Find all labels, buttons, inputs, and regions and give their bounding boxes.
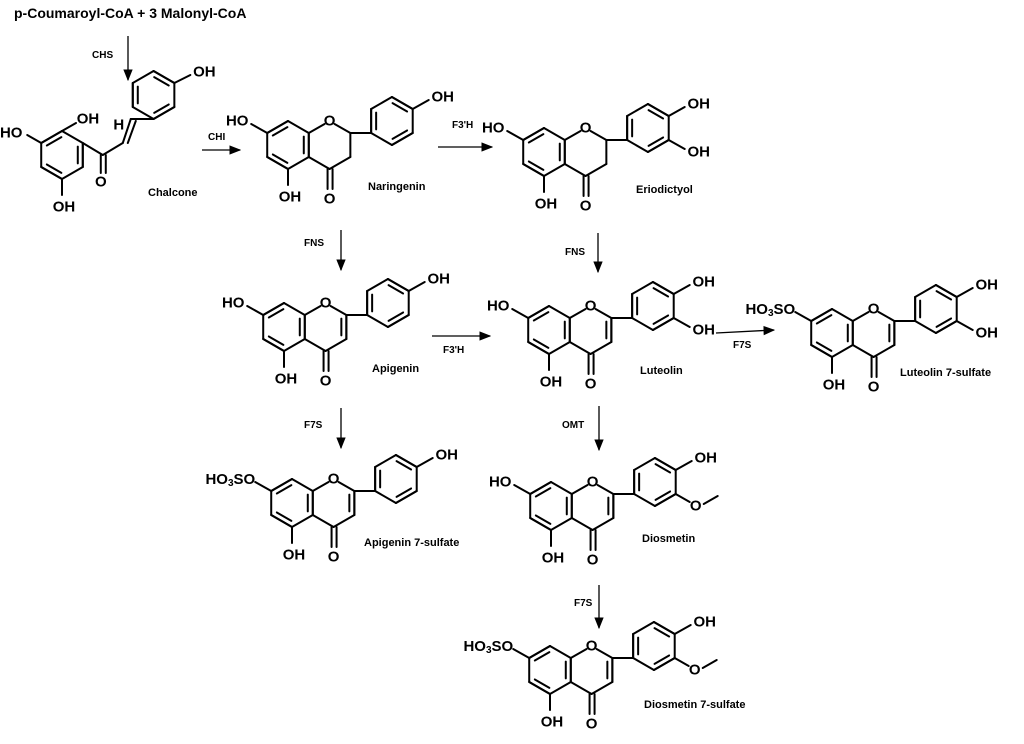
compound-label-chalcone: Chalcone xyxy=(148,187,198,199)
enzyme-label-fns-1: FNS xyxy=(304,238,324,249)
hydroxyl-4prime-label: OH xyxy=(694,450,717,467)
structure-diosmetin: O O OH HO OH O xyxy=(489,450,719,569)
carbonyl-oxygen-label: O xyxy=(868,379,880,396)
carbonyl-oxygen-label: O xyxy=(587,552,599,569)
enzyme-label-f7s-3: F7S xyxy=(574,598,593,609)
compound-label-diosmetin: Diosmetin xyxy=(642,533,695,545)
structure-naringenin: O O OH HO OH xyxy=(226,89,454,208)
enzyme-label-f7s-2: F7S xyxy=(304,420,323,431)
sulfate-group-label: HO3SO xyxy=(463,638,513,656)
hydroxyl-5-label: OH xyxy=(535,196,558,213)
compound-label-apigenin-7-sulfate: Apigenin 7-sulfate xyxy=(364,537,459,549)
hydroxyl-label: OH xyxy=(53,199,76,216)
precursor-label: p-Coumaroyl-CoA + 3 Malonyl-CoA xyxy=(14,5,246,21)
hydroxyl-4prime-label: OH xyxy=(431,89,454,106)
hydroxyl-3prime-label: OH xyxy=(687,144,710,161)
arrows-layer xyxy=(123,36,776,630)
structure-apigenin: O O OH HO OH xyxy=(222,271,450,390)
ring-oxygen-label: O xyxy=(320,295,332,312)
hydroxyl-4prime-label: OH xyxy=(692,274,715,291)
carbonyl-oxygen-label: O xyxy=(320,373,332,390)
carbonyl-oxygen-label: O xyxy=(580,198,592,215)
ring-oxygen-label: O xyxy=(586,638,598,655)
structure-luteolin: O O OH HO OH OH xyxy=(487,274,715,393)
hydroxyl-4prime-label: OH xyxy=(975,277,998,294)
hydroxyl-4prime-label: OH xyxy=(687,96,710,113)
hydroxyl-5-label: OH xyxy=(540,374,563,391)
hydroxyl-4-label: OH xyxy=(193,64,216,81)
carbonyl-oxygen-label: O xyxy=(586,716,598,733)
ring-oxygen-label: O xyxy=(328,471,340,488)
compound-label-diosmetin-7-sulfate: Diosmetin 7-sulfate xyxy=(644,699,745,711)
structure-apigenin-7-sulfate: O O OH HO3SO OH xyxy=(205,447,457,566)
hydroxyl-label: OH xyxy=(77,111,100,128)
hydroxyl-3prime-label: OH xyxy=(975,325,998,342)
hydroxyl-4prime-label: OH xyxy=(427,271,450,288)
carbonyl-oxygen-label: O xyxy=(328,549,340,566)
hydroxyl-5-label: OH xyxy=(542,550,565,567)
methoxy-oxygen-label: O xyxy=(690,498,702,515)
compound-label-luteolin-7-sulfate: Luteolin 7-sulfate xyxy=(900,367,991,379)
structure-luteolin-7-sulfate: O O OH HO3SO OH OH xyxy=(745,277,997,396)
hydroxyl-7-label: HO xyxy=(489,474,512,491)
hydroxyl-3prime-label: OH xyxy=(692,322,715,339)
hydroxyl-4prime-label: OH xyxy=(435,447,458,464)
enzyme-label-f7s-1: F7S xyxy=(733,340,752,351)
hydroxyl-4prime-label: OH xyxy=(693,614,716,631)
compound-label-eriodictyol: Eriodictyol xyxy=(636,184,693,196)
carbonyl-oxygen-label: O xyxy=(324,191,336,208)
ring-oxygen-label: O xyxy=(324,113,336,130)
hydroxyl-5-label: OH xyxy=(541,714,564,731)
sulfate-group-label: HO3SO xyxy=(205,471,255,489)
hydroxyl-5-label: OH xyxy=(279,189,302,206)
compound-label-naringenin: Naringenin xyxy=(368,181,426,193)
sulfate-group-label: HO3SO xyxy=(745,301,795,319)
structure-diosmetin-7-sulfate: O O OH HO3SO OH O xyxy=(463,614,718,733)
hydroxyl-7-label: HO xyxy=(226,113,249,130)
carbonyl-oxygen-label: O xyxy=(95,174,107,191)
hydroxyl-5-label: OH xyxy=(275,371,298,388)
methoxy-oxygen-label: O xyxy=(689,662,701,679)
enzyme-label-f3h-1: F3'H xyxy=(452,120,473,131)
enzyme-label-chi: CHI xyxy=(208,132,225,143)
ring-oxygen-label: O xyxy=(587,474,599,491)
hydroxyl-5-label: OH xyxy=(823,377,846,394)
compound-label-apigenin: Apigenin xyxy=(372,363,419,375)
enzyme-label-f3h-2: F3'H xyxy=(443,345,464,356)
compound-label-luteolin: Luteolin xyxy=(640,365,683,377)
ring-oxygen-label: O xyxy=(585,298,597,315)
structures-layer: OHHOOHOHOHOOOHHOOHOOOHHOOHOHOOOHHOOHOOOH… xyxy=(0,64,998,733)
enzyme-label-chs: CHS xyxy=(92,50,113,61)
ring-oxygen-label: O xyxy=(868,301,880,318)
enzyme-label-fns-2: FNS xyxy=(565,247,585,258)
hydroxyl-5-label: OH xyxy=(283,547,306,564)
carbonyl-oxygen-label: O xyxy=(585,376,597,393)
hydroxyl-7-label: HO xyxy=(482,120,505,137)
hydroxyl-label: HO xyxy=(0,125,23,142)
hydroxyl-7-label: HO xyxy=(487,298,510,315)
enzyme-label-omt: OMT xyxy=(562,420,584,431)
hydrogen-label: H xyxy=(113,117,124,134)
arrow-f7s-1 xyxy=(715,325,776,336)
ring-oxygen-label: O xyxy=(580,120,592,137)
hydroxyl-7-label: HO xyxy=(222,295,245,312)
structure-eriodictyol: O O OH HO OH OH xyxy=(482,96,710,215)
